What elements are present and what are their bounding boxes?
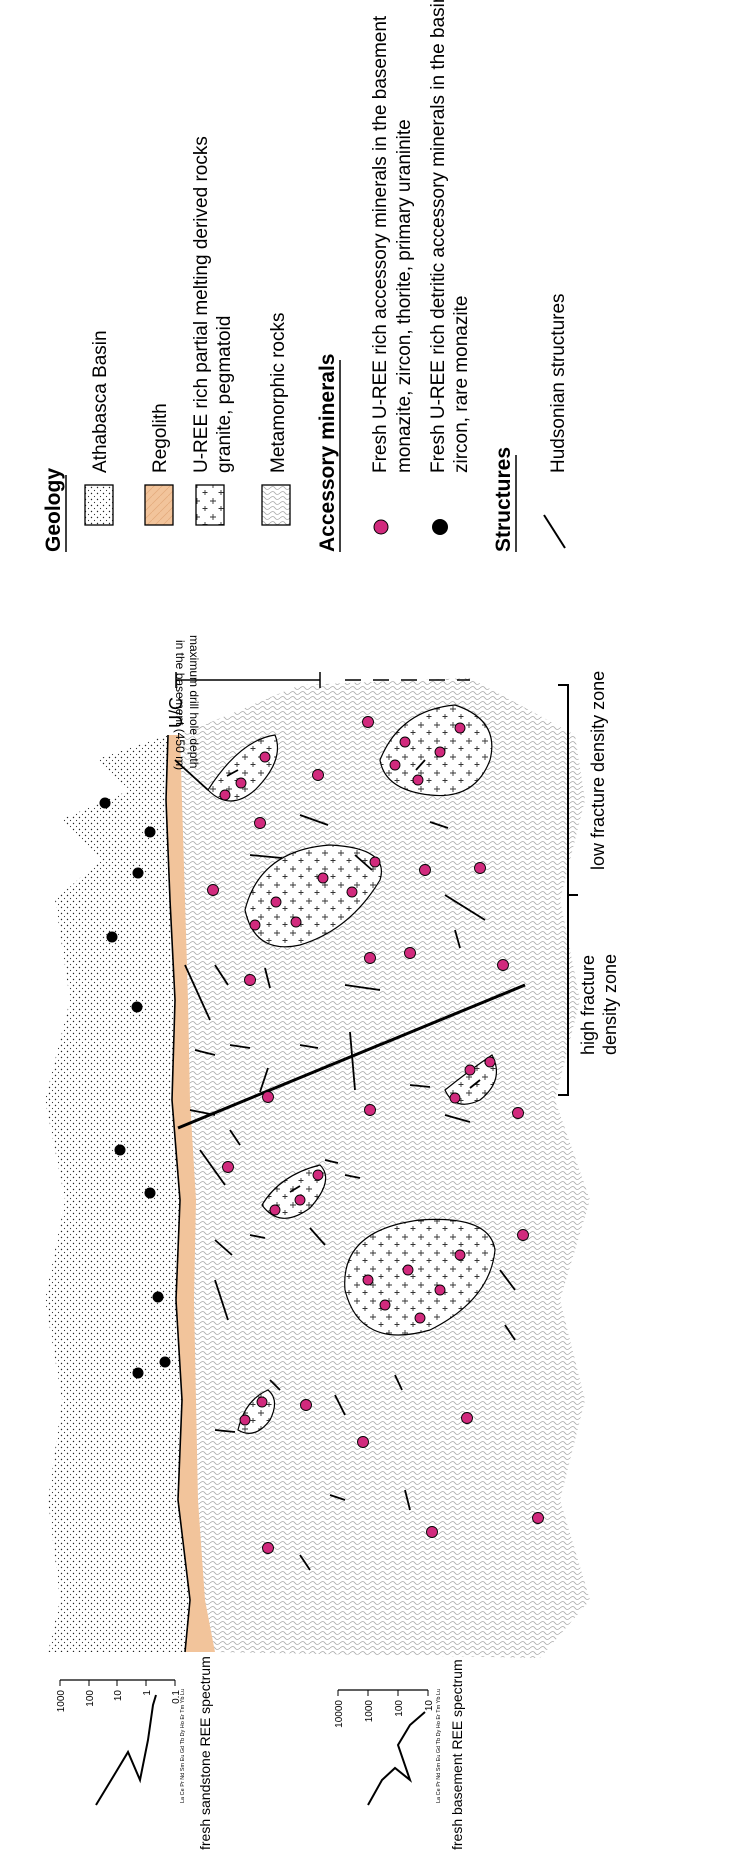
sandstone-tick: 0.1 [171, 1690, 182, 1704]
basement-tick: 100 [394, 1700, 405, 1717]
high-fracture-zone-line1: high fracture [578, 955, 598, 1055]
basement-ree-elements: La Ce Pr Nd Sm Eu Gd Tb Dy Ho Er Tm Yb L… [436, 1689, 442, 1803]
legend-metamorphic-label: Metamorphic rocks [268, 313, 289, 474]
swatch-athabasca [84, 484, 114, 526]
sandstone-tick: 10 [113, 1690, 124, 1702]
legend-hudsonian-label: Hudsonian structures [548, 293, 569, 473]
sandstone-ree-spectrum: 1000 100 10 1 0.1 La Ce Pr Nd Sm Eu Gd T… [56, 1656, 213, 1850]
legend-geology-header: Geology [42, 468, 65, 552]
legend-basement-minerals-line2: monazite, zircon, thorite, primary urani… [394, 119, 415, 473]
legend-structures-header: Structures [492, 447, 515, 552]
basement-spectrum-title: fresh basement REE spectrum [449, 1659, 465, 1850]
sandstone-spectrum-line [95, 1694, 157, 1806]
sandstone-tick: 1 [142, 1690, 153, 1696]
sandstone-tick: 1000 [56, 1690, 67, 1713]
athabasca-basin-area [45, 735, 190, 1652]
pink-mineral-icon [373, 519, 389, 535]
legend-basement-minerals-line1: Fresh U-REE rich accessory minerals in t… [370, 15, 391, 473]
basement-ree-spectrum: 10000 1000 100 10 La Ce Pr Nd Sm Eu Gd T… [334, 1659, 465, 1850]
legend: Geology Athabasca Basin Regolith U-REE r… [42, 0, 569, 552]
swatch-regolith [144, 484, 174, 526]
legend-regolith-label: Regolith [150, 403, 171, 473]
drill-depth-line1: maximum drill hole depth [187, 635, 201, 768]
regolith-layer [166, 735, 215, 1652]
fracture-zone-brackets [558, 684, 578, 1096]
drill-depth-line2: in the basement (450 m) [173, 640, 187, 770]
legend-basin-minerals-line2: zircon, rare monazite [451, 296, 472, 473]
sandstone-ree-elements: La Ce Pr Nd Sm Eu Gd Tb Dy Ho Er Tm Yb L… [180, 1689, 186, 1803]
legend-basin-minerals-line1: Fresh U-REE rich detritic accessory mine… [428, 0, 449, 473]
metamorphic-basement-area [180, 678, 590, 1658]
legend-partial-melt-line2: granite, pegmatoid [214, 316, 235, 473]
legend-accessory-header: Accessory minerals [316, 354, 339, 552]
basement-tick: 10000 [334, 1700, 345, 1728]
swatch-partial-melt [195, 484, 225, 526]
black-mineral-icon [432, 519, 448, 535]
sandstone-spectrum-title: fresh sandstone REE spectrum [197, 1656, 213, 1850]
basement-minerals [207, 716, 544, 1554]
swatch-metamorphic [261, 484, 291, 526]
drill-depth-marker: maximum drill hole depth in the basement… [173, 635, 470, 770]
sandstone-tick: 100 [85, 1690, 96, 1707]
legend-partial-melt-line1: U-REE rich partial melting derived rocks [191, 136, 212, 473]
uc-label: U/C [166, 697, 186, 728]
legend-athabasca-label: Athabasca Basin [90, 330, 111, 473]
high-fracture-zone-line2: density zone [600, 954, 620, 1055]
low-fracture-zone-label: low fracture density zone [588, 671, 608, 870]
basement-spectrum-line [367, 1711, 426, 1806]
hudsonian-structures [174, 759, 516, 1571]
basement-tick: 10 [424, 1700, 435, 1712]
basin-minerals [99, 797, 171, 1379]
cross-section: U/C maximum drill hole depth in the base… [45, 635, 620, 1658]
basement-tick: 1000 [364, 1700, 375, 1723]
hudsonian-structure-icon [543, 514, 566, 549]
